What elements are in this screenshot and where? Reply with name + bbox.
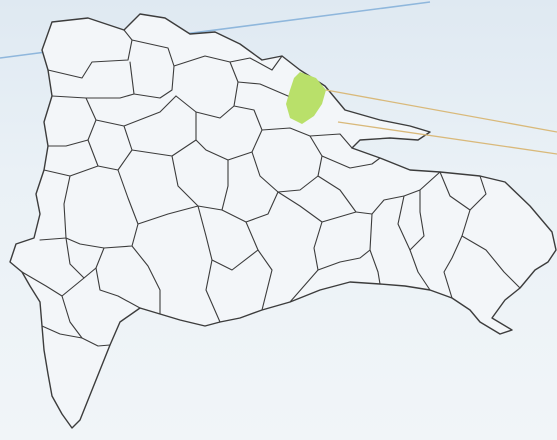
province-border (131, 111, 197, 157)
province-border (317, 249, 371, 271)
province-border (309, 133, 353, 149)
province-border (95, 247, 141, 309)
province-border (41, 325, 83, 339)
leader-line-upper (325, 89, 557, 133)
province-border (277, 191, 357, 223)
province-border (137, 205, 199, 225)
province-border (65, 237, 97, 279)
province-border (409, 249, 431, 291)
province-border (123, 95, 177, 127)
province-border (39, 175, 71, 241)
province-border (87, 119, 133, 171)
province-border (47, 29, 133, 79)
province-border (171, 155, 229, 211)
province-border (211, 249, 259, 271)
province-borders (21, 29, 521, 347)
highlighted-province (286, 72, 326, 124)
province-border (229, 55, 283, 71)
province-border (237, 81, 289, 97)
province-border (321, 155, 381, 169)
province-border (397, 189, 425, 251)
province-border (85, 93, 135, 99)
province-border (173, 55, 239, 119)
leader-line-lower (337, 121, 557, 155)
province-border (221, 191, 279, 223)
province-border (461, 235, 521, 289)
province-border (443, 209, 471, 299)
province-border (131, 245, 161, 315)
province-border (245, 221, 273, 311)
province-border (317, 171, 441, 215)
province-border (47, 95, 97, 147)
province-border (21, 271, 85, 297)
country-outline (9, 13, 557, 429)
province-border (369, 213, 381, 285)
